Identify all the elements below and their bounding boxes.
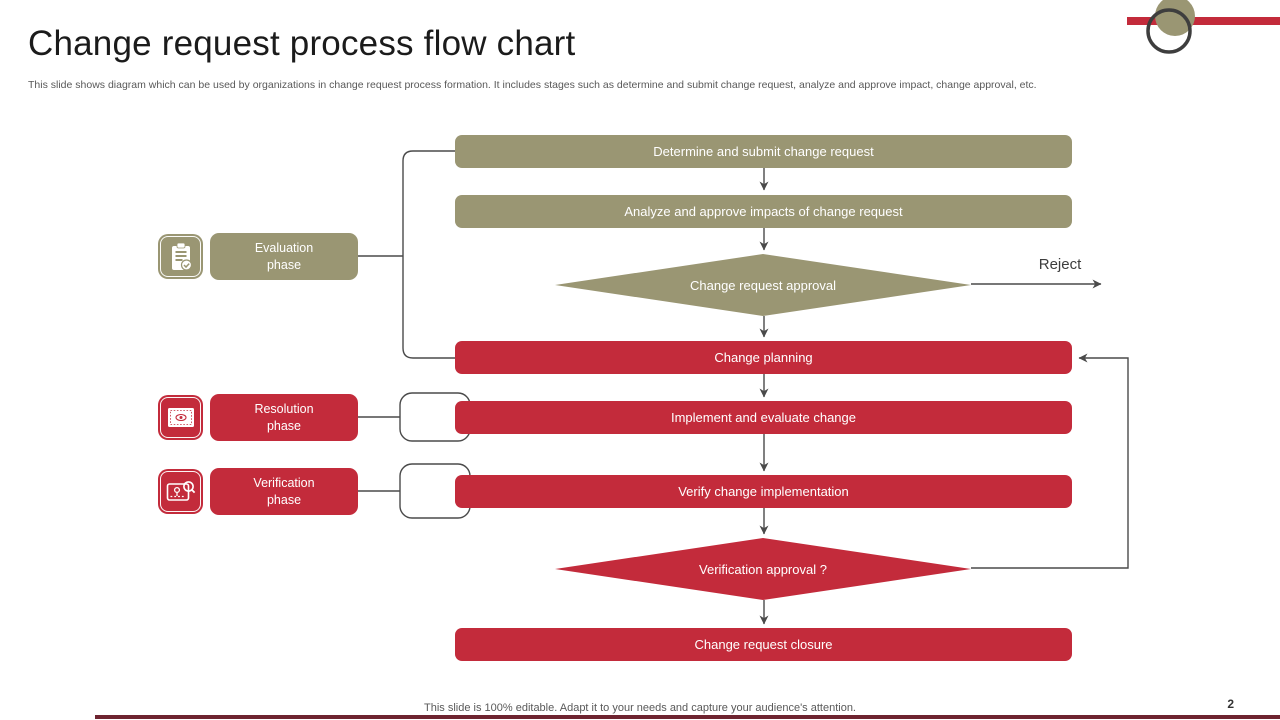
- reject-edge-label: Reject: [1038, 256, 1082, 273]
- evaluation-phase-tile[interactable]: [158, 234, 203, 279]
- page-subtitle: This slide shows diagram which can be us…: [28, 79, 1037, 91]
- clipboard-check-icon: [171, 242, 192, 271]
- page-number: 2: [1227, 697, 1234, 711]
- node-verify-implementation[interactable]: Verify change implementation: [455, 475, 1072, 508]
- decision-label: Change request approval: [690, 277, 836, 293]
- node-change-request-closure[interactable]: Change request closure: [455, 628, 1072, 661]
- verification-phase-label[interactable]: Verification phase: [210, 468, 358, 515]
- evaluation-phase-label[interactable]: Evaluation phase: [210, 233, 358, 280]
- resolution-phase-label[interactable]: Resolution phase: [210, 394, 358, 441]
- bottom-accent-bar: [95, 715, 1280, 719]
- resolution-phase-tile[interactable]: [158, 395, 203, 440]
- verification-phase-tile[interactable]: [158, 469, 203, 514]
- node-implement-evaluate[interactable]: Implement and evaluate change: [455, 401, 1072, 434]
- page-title: Change request process flow chart: [28, 24, 576, 63]
- decision-label: Verification approval ?: [699, 561, 827, 577]
- corner-decoration: [1127, 0, 1280, 54]
- monitor-eye-icon: [167, 407, 194, 427]
- node-analyze-approve[interactable]: Analyze and approve impacts of change re…: [455, 195, 1072, 228]
- node-change-request-approval[interactable]: Change request approval: [555, 254, 971, 316]
- footer-note: This slide is 100% editable. Adapt it to…: [424, 702, 856, 714]
- node-verification-approval[interactable]: Verification approval ?: [555, 538, 971, 600]
- node-determine-submit[interactable]: Determine and submit change request: [455, 135, 1072, 168]
- node-change-planning[interactable]: Change planning: [455, 341, 1072, 374]
- board-search-icon: [166, 480, 195, 501]
